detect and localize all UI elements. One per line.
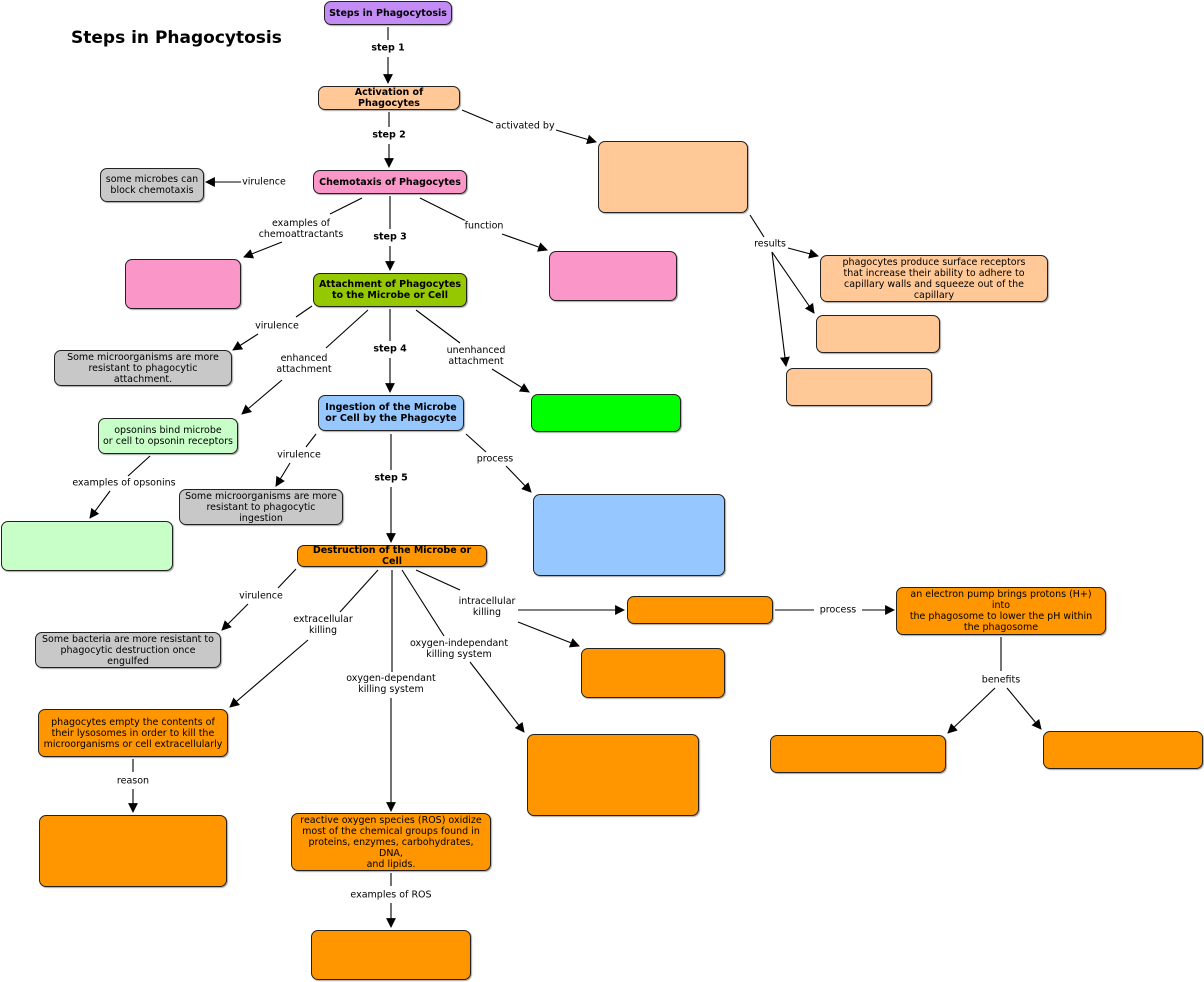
node-surface-receptors[interactable]: phagocytes produce surface receptors tha… [820, 255, 1048, 302]
link-label-step5: step 5 [373, 472, 409, 484]
link-label-virulence-ingestion: virulence [276, 449, 322, 461]
link-ingestion-virulence [305, 433, 317, 448]
node-intracellular-blank-1[interactable] [627, 596, 773, 624]
link-attachment-unenhanced [415, 309, 461, 344]
link-label-virulence-chemotaxis: virulence [241, 176, 287, 188]
link-label-examples-chemoattractants: examples of chemoattractants [257, 218, 345, 240]
node-attachment-resistant[interactable]: Some microorganisms are more resistant t… [54, 350, 232, 386]
link-label-step1: step 1 [370, 42, 406, 54]
link-label-enhanced-attachment: enhanced attachment [275, 353, 333, 375]
arrow-oxygen-independent [469, 661, 525, 733]
arrow-result-1 [787, 247, 819, 259]
node-ingestion-resistant[interactable]: Some microorganisms are more resistant t… [179, 489, 343, 525]
node-activation[interactable]: Activation of Phagocytes [318, 86, 460, 110]
arrow-examples-opsonins [89, 490, 111, 519]
link-destruction-virulence [277, 568, 297, 589]
arrow-enhanced-attachment [241, 379, 283, 415]
link-activated-results [749, 214, 765, 238]
arrow-virulence-attachment [232, 333, 259, 351]
link-destruction-intracellular [415, 569, 461, 591]
link-attachment-enhanced [325, 309, 369, 349]
arrow-virulence-destruction [221, 603, 249, 631]
link-label-process-ingestion: process [475, 453, 515, 465]
node-opsonins-bind[interactable]: opsonins bind microbe or cell to opsonin… [98, 418, 238, 454]
arrow-benefit-1 [947, 687, 996, 734]
node-electron-pump[interactable]: an electron pump brings protons (H+) int… [896, 587, 1106, 635]
node-ingestion-process-blank[interactable] [533, 494, 725, 576]
link-label-intracellular-killing: intracellular killing [457, 596, 517, 618]
link-label-virulence-attachment: virulence [254, 320, 300, 332]
link-activation-activated [461, 109, 494, 124]
link-label-step4: step 4 [372, 343, 408, 355]
arrow-process-ingestion [505, 465, 532, 493]
node-chemoattractants-blank[interactable] [125, 259, 241, 309]
node-attachment[interactable]: Attachment of Phagocytes to the Microbe … [313, 273, 467, 307]
node-result-blank-1[interactable] [816, 315, 940, 353]
link-label-reason: reason [115, 775, 151, 787]
node-ros[interactable]: reactive oxygen species (ROS) oxidize mo… [291, 813, 491, 871]
node-ros-examples-blank[interactable] [311, 930, 471, 980]
node-reason-blank[interactable] [39, 815, 227, 887]
arrow-function [501, 233, 548, 252]
node-unenhanced-blank[interactable] [531, 394, 681, 432]
arrow-extracellular-killing [229, 639, 309, 708]
arrow-virulence-ingestion [275, 462, 291, 487]
arrow-result-2 [771, 251, 815, 314]
link-label-function: function [463, 220, 505, 232]
node-intracellular-blank-2[interactable] [581, 648, 725, 698]
link-ingestion-process [465, 433, 487, 453]
node-result-blank-2[interactable] [786, 368, 932, 406]
arrow-unenhanced-attachment [491, 368, 530, 393]
node-opsonins-blank[interactable] [1, 521, 173, 571]
link-label-examples-opsonins: examples of opsonins [71, 477, 177, 489]
link-opsonins-examples [127, 455, 151, 477]
link-destruction-extracellular [339, 569, 379, 613]
node-empty-lysosomes[interactable]: phagocytes empty the contents of their l… [38, 709, 228, 757]
arrow-result-3 [771, 251, 790, 367]
link-label-virulence-destruction: virulence [238, 590, 284, 602]
link-label-oxygen-independent: oxygen-independant killing system [408, 638, 510, 660]
link-label-extracellular-killing: extracellular killing [292, 614, 354, 636]
arrow-benefit-2 [1006, 687, 1042, 730]
arrow-intracellular-2 [517, 621, 580, 648]
link-label-unenhanced-attachment: unenhanced attachment [445, 345, 507, 367]
arrow-chemoattractants [243, 241, 283, 259]
node-chemotaxis-block[interactable]: some microbes can block chemotaxis [100, 168, 204, 202]
node-oxygen-independent-blank[interactable] [527, 734, 699, 816]
link-label-benefits: benefits [980, 674, 1022, 686]
node-chemotaxis[interactable]: Chemotaxis of Phagocytes [313, 170, 467, 194]
arrow-activated-by [555, 129, 597, 145]
node-benefit-blank-1[interactable] [770, 735, 946, 773]
link-label-oxygen-dependent: oxygen-dependant killing system [345, 673, 437, 695]
node-destruction[interactable]: Destruction of the Microbe or Cell [297, 545, 487, 567]
link-label-activated-by: activated by [494, 120, 556, 132]
link-label-step3: step 3 [372, 231, 408, 243]
node-root[interactable]: Steps in Phagocytosis [324, 1, 452, 25]
link-label-results: results [753, 238, 787, 250]
node-function-blank[interactable] [549, 251, 677, 301]
link-chemotaxis-function [419, 197, 467, 222]
link-chemotaxis-examples [329, 197, 363, 215]
page-title: Steps in Phagocytosis [71, 28, 282, 48]
link-label-examples-ros: examples of ROS [349, 889, 433, 901]
node-destruction-resistant[interactable]: Some bacteria are more resistant to phag… [35, 632, 221, 668]
link-label-step2: step 2 [371, 129, 407, 141]
node-activated-by-blank[interactable] [598, 141, 748, 213]
node-ingestion[interactable]: Ingestion of the Microbe or Cell by the … [318, 395, 464, 431]
link-attachment-virulence [295, 305, 313, 318]
link-destruction-oxygen-independent [401, 569, 445, 637]
node-benefit-blank-2[interactable] [1043, 731, 1203, 769]
link-label-process-pump: process [818, 604, 858, 616]
